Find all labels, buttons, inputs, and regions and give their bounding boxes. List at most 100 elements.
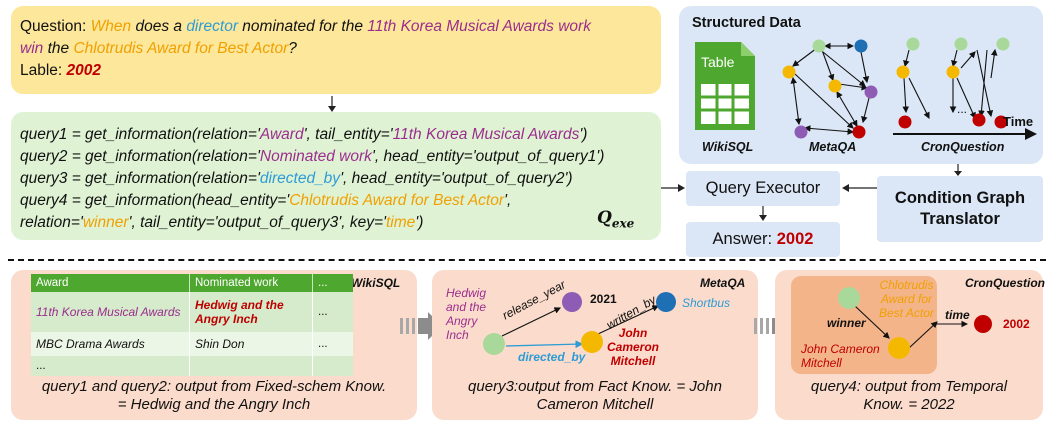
panel3-badge: CronQuestion: [965, 276, 1045, 290]
panel3-caption-2: Know. = 2022: [863, 396, 955, 413]
text-segment: does a: [131, 18, 187, 35]
dashed-separator: [8, 259, 1046, 261]
query-box: query1 = get_information(relation='Award…: [11, 112, 661, 240]
question-line-1: Question: When does a director nominated…: [20, 18, 591, 35]
question-segments: When does a director nominated for the 1…: [91, 18, 591, 35]
answer-box: Answer: 2002: [686, 222, 840, 257]
th-nominated-work: Nominated work: [189, 274, 313, 292]
text-segment: query1 = get_information(relation=': [20, 126, 260, 143]
table-row: MBC Drama Awards Shin Don ...: [31, 332, 353, 356]
text-segment: query4 = get_information(head_entity=': [20, 192, 290, 209]
text-segment: ', head_entity='output_of_query1'): [371, 148, 605, 165]
text-segment: When: [90, 18, 132, 35]
metaqa-label: MetaQA: [809, 140, 857, 154]
directed-by-edge: directed_by: [518, 350, 586, 364]
text-segment: Chlotrudis Award for Best Actor: [289, 192, 505, 209]
query3-line: query3 = get_information(relation='direc…: [20, 168, 573, 190]
cronq-graph: [893, 37, 1037, 140]
text-segment: ',: [504, 192, 512, 209]
panel-metaqa: MetaQA Hedwig and the Angry Inch release…: [432, 270, 758, 420]
time-label: Time: [1003, 114, 1034, 129]
text-segment: '): [415, 214, 424, 231]
cell: [189, 356, 313, 376]
table-row: 11th Korea Musical Awards Hedwig and the…: [31, 292, 353, 332]
text-segment: 11th Korea Musical Awards work: [367, 18, 591, 35]
shortbus-label: Shortbus: [682, 296, 731, 310]
text-segment: Nominated work: [259, 148, 372, 165]
cronq-label: CronQuestion: [921, 140, 1005, 154]
wikisql-table-wrap: Award Nominated work ... 11th Korea Musi…: [31, 274, 353, 376]
question-line-2: win the Chlotrudis Award for Best Actor?: [20, 38, 297, 60]
lable-value: 2002: [66, 62, 102, 79]
answer-value: 2002: [776, 230, 814, 248]
panel2-caption-2: Cameron Mitchell: [536, 396, 654, 413]
cronq-ellipsis: ...: [957, 102, 968, 116]
text-segment: nominated for the: [238, 18, 368, 35]
table-icon-label: Table: [701, 54, 735, 70]
text-segment: '): [579, 126, 588, 143]
question-box: Question: When does a director nominated…: [11, 6, 661, 94]
cell: [313, 356, 354, 376]
cell: ...: [318, 338, 328, 350]
time-edge: time: [945, 308, 970, 322]
text-segment: the: [43, 40, 74, 57]
left-arrow-translator: [842, 184, 877, 192]
th-award: Award: [31, 274, 190, 292]
text-segment: win: [20, 40, 44, 57]
query4-line: query4 = get_information(head_entity='Ch…: [20, 190, 511, 212]
panel3-caption-1: query4: output from Temporal: [810, 378, 1008, 395]
condition-graph-translator-box: Condition Graph Translator: [877, 176, 1043, 242]
table-icon: [695, 42, 755, 130]
chevron-arrow-icon: [400, 312, 442, 340]
panel1-caption-1: query1 and query2: output from Fixed-sch…: [41, 378, 387, 395]
panel1-badge: WikiSQL: [351, 276, 401, 290]
table-row: ...: [31, 356, 353, 376]
wikisql-header-row: Award Nominated work ...: [31, 274, 353, 292]
panel1-caption-2: = Hedwig and the Angry Inch: [117, 396, 311, 413]
cell: ...: [31, 356, 190, 376]
year-2002-label: 2002: [1003, 317, 1030, 331]
panel2-badge: MetaQA: [700, 276, 746, 290]
temporal-subgraph-box: [791, 276, 937, 374]
panel-cronquestion: CronQuestion Chlotrudis Award for Best A…: [775, 270, 1045, 420]
text-segment: director: [186, 18, 238, 35]
query4b-line: relation='winner', tail_entity='output_o…: [20, 212, 423, 234]
th-more: ...: [318, 277, 328, 289]
metaqa-graph: [782, 39, 878, 139]
text-segment: directed_by: [259, 170, 341, 187]
lable-line: Lable: 2002: [20, 62, 102, 79]
down-arrow-question: [328, 96, 336, 112]
text-segment: ', head_entity='output_of_query2'): [340, 170, 573, 187]
panel-wikisql: WikiSQL Award Nominated work ... 11th Ko…: [11, 270, 417, 420]
metaqa-fact-graph: [483, 292, 676, 355]
text-segment: query3 = get_information(relation=': [20, 170, 260, 187]
cell: 11th Korea Musical Awards: [31, 292, 190, 332]
john-node-label: John Cameron Mitchell: [607, 326, 660, 368]
wikisql-table: Award Nominated work ... 11th Korea Musi…: [31, 274, 353, 376]
text-segment: Award: [259, 126, 304, 143]
chlotrudis-node-label: Chlotrudis Award for Best Actor: [879, 278, 934, 320]
text-segment: relation=': [20, 214, 83, 231]
text-segment: ?: [288, 40, 297, 57]
down-arrow-answer: [759, 206, 767, 221]
text-segment: ', tail_entity=': [303, 126, 393, 143]
cronq-temporal-graph: [838, 287, 992, 359]
winner-edge: winner: [827, 316, 866, 330]
year-2021-label: 2021: [590, 292, 617, 306]
wikisql-label: WikiSQL: [702, 140, 754, 154]
cell: MBC Drama Awards: [31, 332, 190, 356]
query1-line: query1 = get_information(relation='Award…: [20, 124, 587, 146]
cell: Shin Don: [189, 332, 313, 356]
text-segment: time: [385, 214, 416, 231]
text-segment: 11th Korea Musical Awards: [392, 126, 580, 143]
question-segments-2: win the Chlotrudis Award for Best Actor?: [20, 40, 297, 57]
structured-title: Structured Data: [692, 15, 801, 31]
text-segment: query2 = get_information(relation=': [20, 148, 260, 165]
right-arrow-executor: [661, 184, 685, 192]
text-segment: Chlotrudis Award for Best Actor: [73, 40, 289, 57]
text-segment: winner: [82, 214, 129, 231]
text-segment: ', tail_entity='output_of_query3', key=': [128, 214, 386, 231]
q-exe-label: Qexe: [597, 208, 635, 231]
query2-line: query2 = get_information(relation='Nomin…: [20, 146, 604, 168]
panel2-caption-1: query3:output from Fact Know. = John: [468, 378, 722, 395]
